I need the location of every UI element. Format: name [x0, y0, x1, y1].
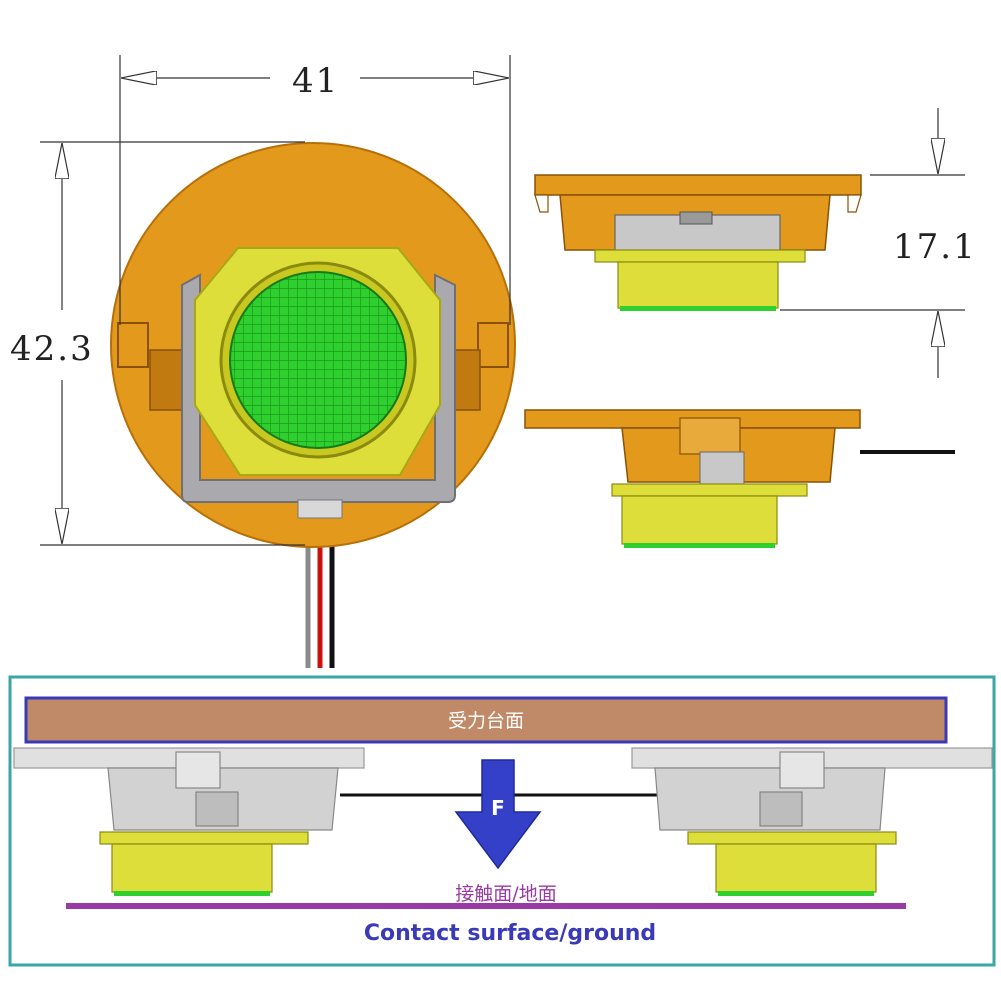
- width-label: 41: [292, 61, 339, 101]
- height-label: 42.3: [10, 329, 94, 369]
- right-sensor: [631, 747, 993, 896]
- left-mounting-tab: [117, 322, 149, 368]
- height-dimension: 42.3: [10, 141, 305, 546]
- width-dimension: 41: [119, 55, 511, 325]
- thickness-label: 17.1: [893, 227, 977, 267]
- ground-surface: [66, 903, 906, 909]
- force-plate-label: 受力台面: [448, 710, 524, 732]
- contact-label-en: Contact surface/ground: [364, 921, 656, 946]
- side-view-upper: [534, 174, 862, 311]
- side-view-lower: [524, 409, 955, 548]
- force-plate: [24, 696, 948, 744]
- top-view-drawing: [110, 142, 516, 668]
- force-label: F: [491, 796, 505, 820]
- sensing-grid: [229, 271, 407, 449]
- u-bracket: [181, 273, 456, 503]
- thickness-dimension: 17.1: [780, 108, 977, 378]
- application-panel: 受力台面 F 接触面/地面: [8, 675, 996, 967]
- right-mounting-tab: [477, 322, 509, 368]
- contact-label-cn: 接触面/地面: [455, 883, 556, 905]
- left-sensor: [13, 747, 365, 896]
- force-arrow: F: [454, 759, 542, 870]
